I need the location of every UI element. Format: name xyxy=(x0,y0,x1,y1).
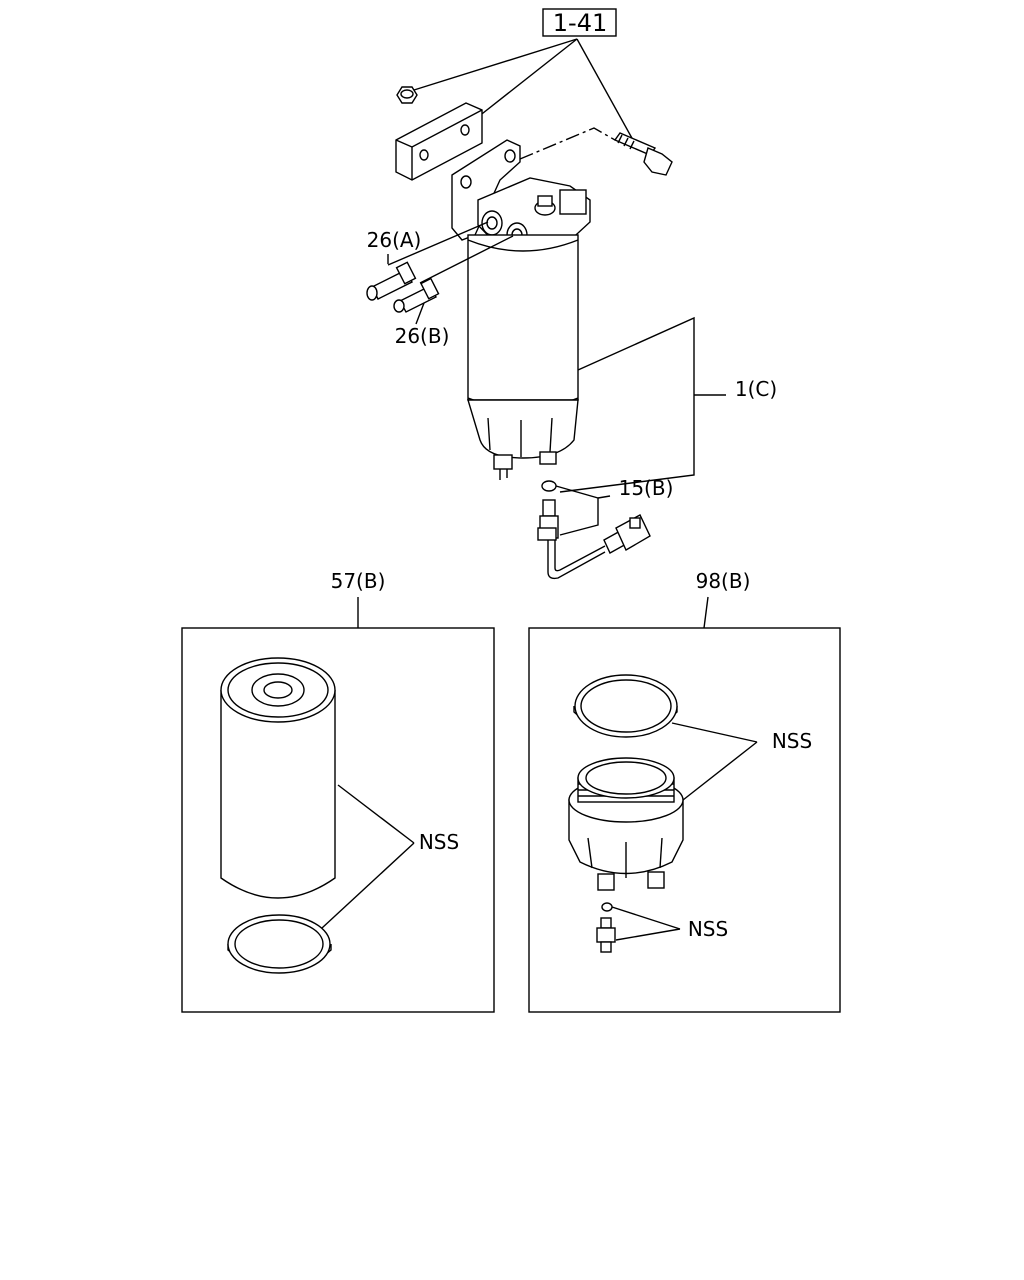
element-kit-frame xyxy=(181,627,495,1013)
label-element-nss: NSS xyxy=(419,830,459,854)
element-kit-panel: 57(B) NSS xyxy=(181,569,495,1013)
label-57b: 57(B) xyxy=(331,569,386,593)
label-bowl-nss-top: NSS xyxy=(772,729,812,753)
filter-element-part xyxy=(220,657,336,899)
bowl-seal-ring-part xyxy=(573,674,678,738)
mounting-plate-part xyxy=(395,102,483,181)
hose-fitting-b-part xyxy=(393,235,514,313)
label-26b: 26(B) xyxy=(395,324,450,348)
bowl-kit-panel: 98(B) xyxy=(528,569,841,1013)
sensor-part xyxy=(537,480,651,580)
bowl-drain-plug-part xyxy=(596,902,616,953)
bowl-kit-frame xyxy=(528,627,841,1013)
label-1c: 1(C) xyxy=(735,377,777,401)
bowl-part xyxy=(568,757,684,891)
reference-box-1-41: 1-41 xyxy=(542,8,617,37)
filter-head-part xyxy=(451,139,591,253)
assembly-bracket: 1(C) xyxy=(559,316,777,493)
reference-box-frame xyxy=(542,8,617,37)
reference-leaders xyxy=(413,38,634,141)
label-bowl-nss-bottom: NSS xyxy=(688,917,728,941)
nut-part xyxy=(396,86,418,104)
hose-labels: 26(A) 26(B) xyxy=(367,228,450,348)
label-26a: 26(A) xyxy=(367,228,422,252)
element-seal-ring-part xyxy=(227,914,332,974)
hose-fitting-a-part xyxy=(366,221,489,301)
bolt-part xyxy=(519,127,673,176)
reference-label: 1-41 xyxy=(553,9,607,37)
label-15b: 15(B) xyxy=(619,476,674,500)
filter-body-part xyxy=(467,234,579,410)
sensor-bracket: 15(B) xyxy=(555,476,674,536)
water-bowl-part xyxy=(467,399,579,480)
label-98b: 98(B) xyxy=(696,569,751,593)
